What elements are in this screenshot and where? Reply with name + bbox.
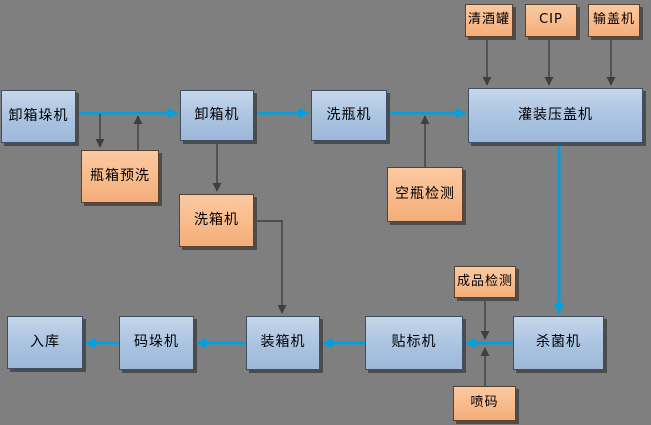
node-unload-box-machine: 卸箱机 [180,90,254,141]
node-label: 杀菌机 [536,334,581,351]
node-label: 入库 [30,333,60,350]
node-box-washer: 洗箱机 [179,194,254,247]
node-label: 装箱机 [260,334,306,351]
node-sterilizer: 杀菌机 [513,316,604,370]
node-labeling-machine: 贴标机 [365,316,463,370]
node-sake-tank: 清酒罐 [465,4,513,37]
node-empty-bottle-inspection: 空瓶检测 [387,167,463,222]
node-label: 卸箱机 [194,106,240,123]
node-filling-capping-machine: 灌装压盖机 [468,88,643,143]
node-cap-feeder: 输盖机 [588,4,640,37]
node-finished-product-inspection: 成品检测 [454,266,516,298]
node-label: 洗箱机 [194,211,239,228]
node-label: CIP [539,12,563,28]
node-label: 输盖机 [592,12,635,28]
node-inkjet-coder: 喷码 [453,386,516,421]
node-label: 清酒罐 [467,12,510,28]
node-label: 卸箱垛机 [8,107,69,124]
node-label: 空瓶检测 [395,185,455,202]
node-label: 贴标机 [391,334,437,351]
node-bottle-box-prewash: 瓶箱预洗 [81,150,159,203]
node-label: 成品检测 [456,273,513,289]
arrow-boxwasher-to-casepacker [254,220,287,314]
node-case-packer: 装箱机 [246,316,320,370]
node-bottle-washer: 洗瓶机 [311,90,387,141]
node-label: 洗瓶机 [326,106,372,123]
node-label: 灌装压盖机 [518,106,593,123]
node-label: 喷码 [470,395,499,411]
node-label: 瓶箱预洗 [90,167,150,184]
node-warehouse-in: 入库 [7,316,83,369]
node-palletizer: 码垛机 [119,316,194,370]
node-unload-depalletizer: 卸箱垛机 [1,90,76,143]
node-label: 码垛机 [134,334,179,351]
node-cip: CIP [525,4,577,37]
